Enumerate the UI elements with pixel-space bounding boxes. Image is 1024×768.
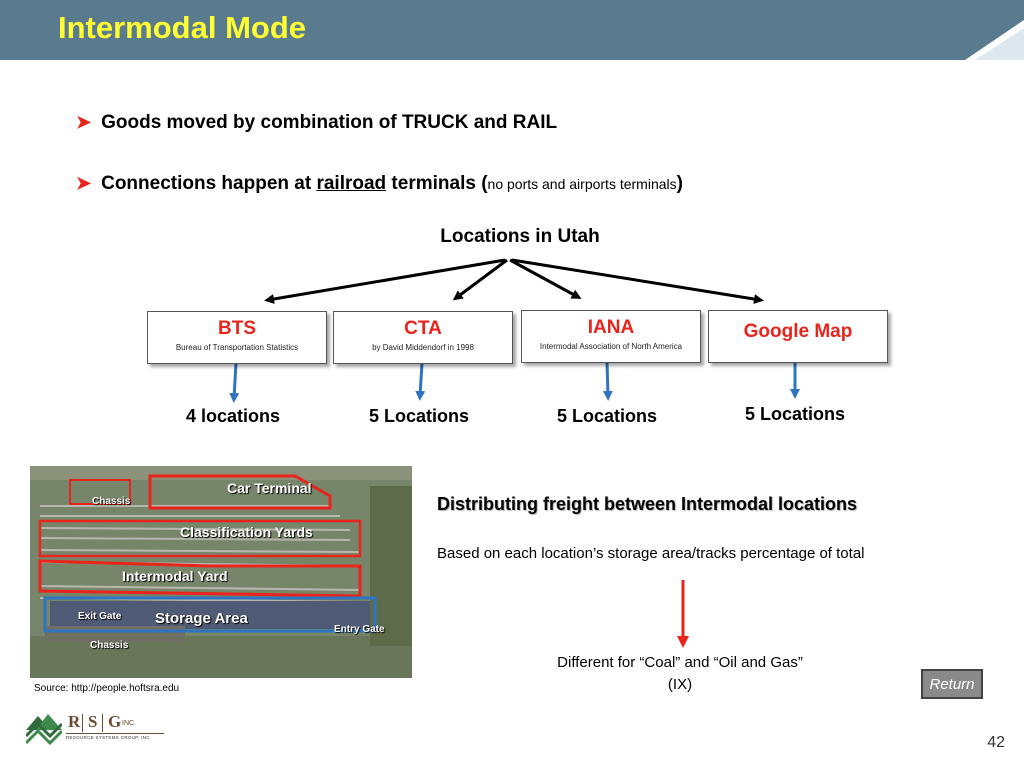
logo-rule [66,733,164,734]
arrow-to-google [511,258,764,304]
page-number: 42 [987,734,1005,751]
arrow-bullet-icon: ➤ [76,173,92,193]
source-sub-bts: Bureau of Transportation Statistics [175,343,299,352]
distribution-note-line1: Different for “Coal” and “Oil and Gas” [557,654,803,671]
distribution-subtitle: Based on each location’s storage area/tr… [437,545,865,562]
logo-letter-r: R [68,712,81,731]
bullet-2: ➤ Connections happen at railroad terminal… [76,173,683,195]
source-name-iana: IANA [587,317,635,338]
arrow-to-bts [264,258,506,304]
rsg-logo: R S G INC. RESOURCE SYSTEMS GROUP, INC. [26,708,166,748]
logo-letter-s: S [88,712,98,731]
count-arrows [229,361,800,403]
photo-label-entry-gate: Entry Gate [334,624,385,635]
arrow-to-cta [452,258,508,301]
source-name-bts: BTS [218,318,256,339]
arrow-cta-count [415,362,426,401]
count-google: 5 Locations [744,404,846,424]
bullet-2-small: no ports and airports terminals [487,176,677,192]
photo-label-intermodal-yard: Intermodal Yard [122,568,228,584]
source-sub-cta: by David Middendorf in 1998 [372,343,474,352]
photo-label-car-terminal: Car Terminal [227,480,312,496]
distribution-note-line2: (IX) [667,676,693,693]
mountain-logo-icon [26,714,62,746]
photo-label-chassis-top: Chassis [92,496,131,507]
logo-tagline: RESOURCE SYSTEMS GROUP, INC. [66,735,152,740]
photo-label-exit-gate: Exit Gate [78,611,122,622]
header-band [0,0,1024,60]
bullet-2-underlined: railroad [316,173,387,194]
arrow-bts-count [229,362,240,403]
bullet-2-close: ) [676,173,683,194]
arrow-iana-count [602,361,613,401]
source-sub-iana: Intermodal Association of North America [539,342,683,351]
fan-arrows [264,258,764,304]
source-box-iana: IANA Intermodal Association of North Ame… [521,310,701,363]
logo-divider [82,714,83,732]
locations-title: Locations in Utah [440,226,600,247]
bullet-2-post: terminals ( [386,173,488,194]
bullet-1: ➤ Goods moved by combination of TRUCK and… [76,112,557,134]
source-box-bts: BTS Bureau of Transportation Statistics [147,311,327,364]
slide-title: Intermodal Mode [58,10,307,45]
source-box-cta: CTA by David Middendorf in 1998 [333,311,513,364]
distribution-title: Distributing freight between Intermodal … [437,494,858,514]
logo-inc: INC. [122,720,136,727]
source-caption: Source: http://people.hoftsra.edu [34,683,180,694]
return-button[interactable]: Return [921,669,983,699]
rail-yard-image [30,466,412,678]
count-iana: 5 Locations [556,406,658,426]
photo-label-classification-yards: Classification Yards [180,524,313,540]
bullet-2-pre: Connections happen at [101,173,317,194]
bullet-1-text: Goods moved by combination of TRUCK and … [101,112,558,133]
source-box-google: Google Map [708,310,888,363]
source-name-cta: CTA [404,318,442,339]
arrow-to-iana [509,258,582,299]
count-bts: 4 locations [185,406,281,426]
logo-divider [102,714,103,732]
source-name-google: Google Map [743,321,853,342]
logo-letter-g: G [108,712,122,731]
arrow-bullet-icon: ➤ [76,112,92,132]
rail-yard-aerial-photo: Car Terminal Chassis Classification Yard… [30,466,412,678]
photo-label-storage-area: Storage Area [155,610,248,627]
photo-label-chassis-bottom: Chassis [90,640,129,651]
count-cta: 5 Locations [368,406,470,426]
